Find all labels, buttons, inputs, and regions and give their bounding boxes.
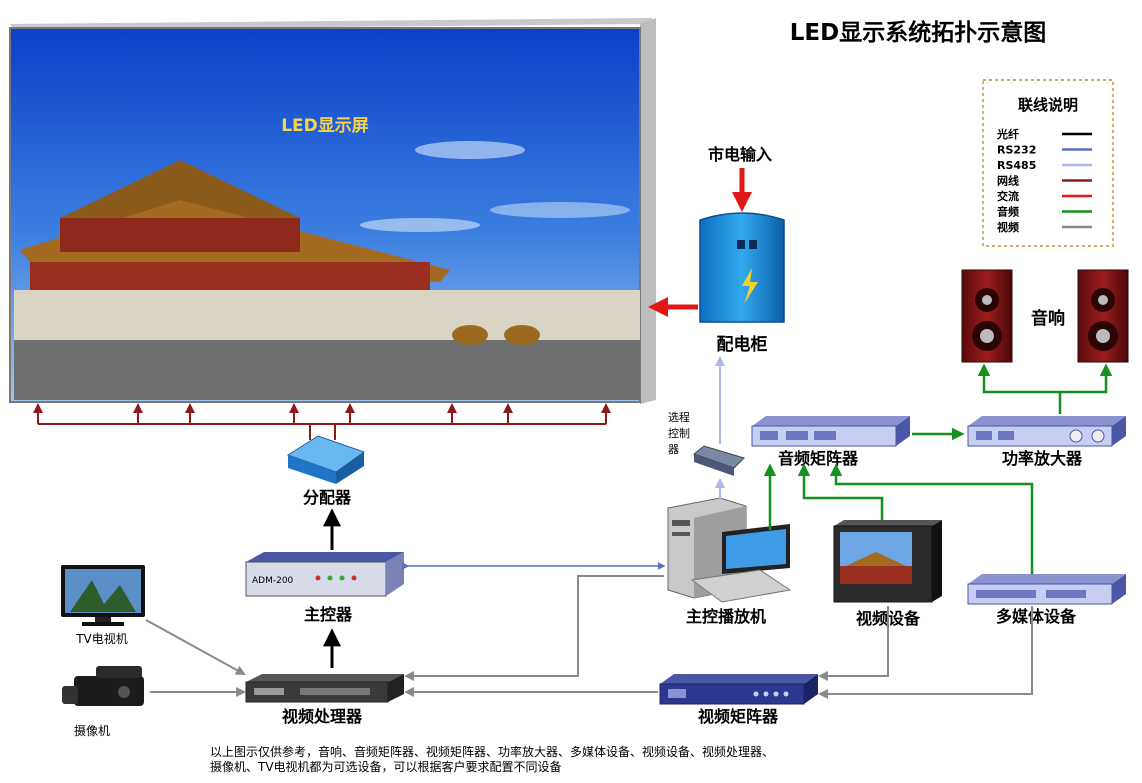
led-screen: LED显示屏 (9, 18, 656, 404)
tv-label: TV电视机 (75, 631, 128, 646)
multimedia-device-label: 多媒体设备 (996, 607, 1077, 626)
video-matrix-label: 视频矩阵器 (698, 707, 779, 726)
screen-label: LED显示屏 (281, 116, 369, 136)
main-controller-label: 主控器 (304, 605, 353, 624)
amplifier (967, 416, 1126, 447)
power-cabinet (699, 212, 785, 323)
diagram-title: LED显示系统拓扑示意图 (790, 19, 1046, 46)
tv-set (61, 565, 145, 626)
video-device (833, 520, 942, 603)
host-pc (667, 497, 792, 603)
power-cabinet-label: 配电柜 (717, 334, 768, 355)
distributor-label: 分配器 (303, 488, 352, 507)
audio-matrix (751, 416, 910, 447)
speaker-right (1077, 269, 1129, 363)
legend-item-label: 音频 (997, 205, 1019, 219)
audio-matrix-label: 音频矩阵器 (778, 449, 859, 468)
legend-item-label: 网线 (997, 174, 1019, 188)
main-controller-model: ADM-200 (252, 576, 294, 586)
legend-item-label: RS232 (997, 144, 1036, 157)
speaker-left (961, 269, 1013, 363)
distributor (286, 435, 366, 484)
legend-item-label: 视频 (997, 220, 1019, 234)
video-tv-to-processor (145, 619, 246, 675)
speakers-label: 音响 (1031, 308, 1065, 329)
network-bus (33, 403, 611, 440)
legend-item-label: 光纤 (996, 127, 1019, 141)
video-processor-label: 视频处理器 (282, 707, 363, 726)
remote-label-l3: 器 (668, 443, 679, 456)
power-input-label: 市电输入 (708, 145, 772, 164)
camera-label: 摄像机 (74, 723, 110, 738)
video-lines (404, 575, 1033, 699)
main-controller: ADM-200 (245, 552, 404, 597)
host-pc-label: 主控播放机 (686, 607, 766, 626)
lightning-icon (742, 268, 758, 304)
video-matrix (659, 674, 818, 705)
remote-label-l1: 选程 (668, 411, 690, 424)
remote-label-l2: 控制 (668, 426, 690, 440)
amplifier-label: 功率放大器 (1002, 449, 1083, 468)
footnote-line-1: 以上图示仅供参考，音响、音频矩阵器、视频矩阵器、功率放大器、多媒体设备、视频设备… (210, 744, 774, 759)
legend-item-label: 交流 (997, 189, 1019, 203)
camera (62, 666, 144, 706)
footnote-line-2: 摄像机、TV电视机都为可选设备，可以根据客户要求配置不同设备 (210, 759, 562, 774)
remote-controller (692, 445, 745, 476)
legend-item-label: RS485 (997, 159, 1036, 172)
legend-title: 联线说明 (1018, 96, 1078, 114)
audio-lines (763, 363, 1113, 574)
multimedia-device (967, 574, 1126, 605)
video-processor (245, 674, 404, 703)
